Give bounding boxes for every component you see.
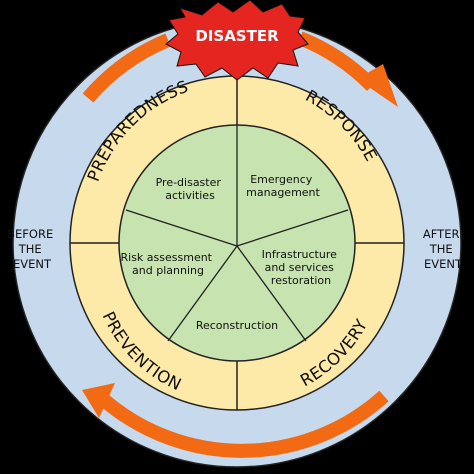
before-the-event-label: BEFORE THE EVENT bbox=[7, 227, 57, 271]
after-the-event-label: AFTER THE EVENT bbox=[423, 227, 463, 271]
disaster-burst: DISASTER bbox=[165, 0, 309, 81]
top-arrowhead bbox=[357, 64, 398, 107]
disaster-label: DISASTER bbox=[195, 27, 279, 45]
activity-pre-disaster: Pre-disaster activities bbox=[156, 176, 225, 202]
bottom-arrowhead bbox=[82, 383, 115, 418]
activity-risk-assessment: Risk assessment and planning bbox=[121, 251, 216, 277]
bottom-cycle-arrow bbox=[82, 383, 389, 458]
top-cycle-arrow bbox=[82, 31, 398, 107]
activity-infrastructure-restoration: Infrastructure and services restoration bbox=[262, 248, 341, 287]
activity-emergency-management: Emergency management bbox=[246, 173, 320, 199]
activity-reconstruction: Reconstruction bbox=[196, 319, 278, 332]
activity-dividers bbox=[125, 125, 349, 342]
